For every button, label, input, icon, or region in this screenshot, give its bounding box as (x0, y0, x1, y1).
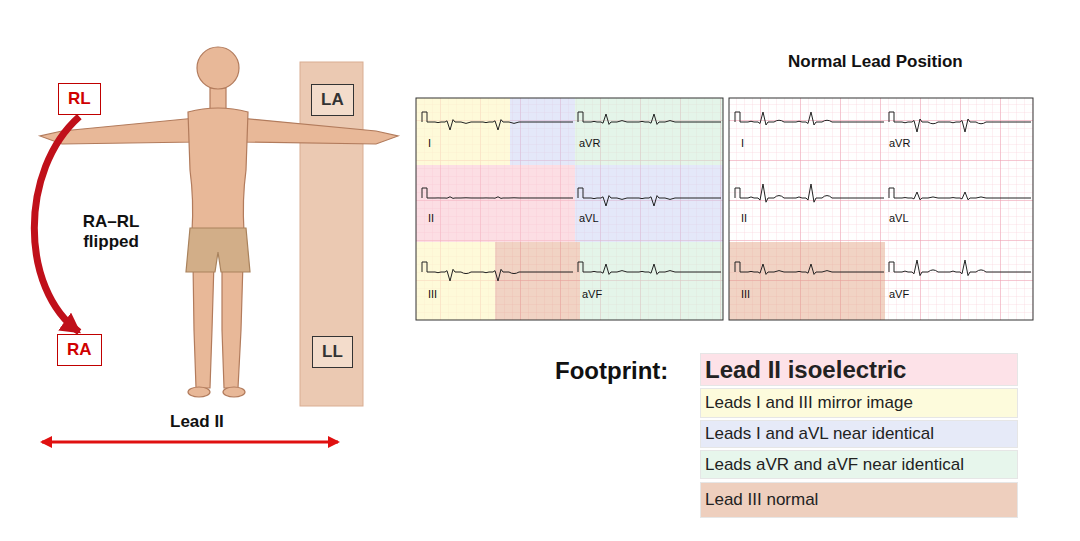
ecg-trace (422, 112, 573, 130)
lead-label: I (428, 137, 431, 150)
legend-text: Leads aVR and aVF near identical (701, 451, 1017, 475)
lead-label: aVL (889, 212, 909, 225)
electrode-label: LA (321, 90, 344, 110)
electrode-box: LL (312, 336, 353, 368)
ecg-trace (735, 184, 884, 202)
ecg-trace (422, 262, 573, 281)
ecg-trace (578, 262, 721, 274)
legend-text: Leads I and aVL near identical (701, 421, 1017, 444)
legend-swatch: Lead II isoelectric (700, 353, 1018, 386)
lead-label: aVF (889, 288, 909, 301)
human-figure (40, 47, 398, 397)
lead-label: aVL (579, 212, 599, 225)
electrode-label: LL (322, 342, 343, 362)
electrode-box: RL (58, 83, 101, 115)
legend-swatch: Leads I and III mirror image (700, 388, 1018, 418)
overlay-green (580, 242, 723, 320)
ecg-trace (422, 188, 573, 198)
ecg-trace (889, 260, 1031, 276)
legend-swatch: Leads I and aVL near identical (700, 420, 1018, 448)
right-foot (188, 387, 210, 397)
overlay-yellow (416, 242, 495, 320)
panel-border (729, 98, 1033, 320)
ecg-grid (729, 98, 1033, 320)
lead-label: aVR (579, 137, 600, 150)
ecg-trace (735, 112, 884, 125)
ecg-trace (889, 188, 1031, 200)
lead-label: II (428, 212, 434, 225)
panel-border (416, 98, 723, 320)
overlay-blue (510, 98, 575, 165)
legend-text: Leads I and III mirror image (701, 389, 1017, 413)
axis-label: Lead II (170, 412, 224, 432)
left-foot (223, 387, 245, 397)
ecg-trace (889, 112, 1031, 132)
left-leg (222, 262, 243, 388)
panel-title: Normal Lead Position (788, 52, 963, 72)
electrode-box: RA (57, 334, 102, 366)
overlay-tan (729, 242, 885, 320)
head (197, 47, 239, 89)
overlay-yellow (416, 98, 510, 165)
legend-swatch: Leads aVR and aVF near identical (700, 450, 1018, 479)
ecg-panel-flipped (416, 98, 723, 320)
legend-text: Lead II isoelectric (701, 354, 1017, 384)
ecg-trace (578, 188, 721, 206)
ecg-panel-normal (729, 98, 1033, 320)
lead-label: III (741, 288, 750, 301)
overlay-blue (575, 165, 723, 242)
lead-label: aVR (889, 137, 910, 150)
legend-swatch: Lead III normal (700, 482, 1018, 518)
lead-label: I (741, 137, 744, 150)
shorts (186, 228, 250, 272)
lead-label: II (741, 212, 747, 225)
ecg-trace (735, 262, 884, 274)
lead-label: III (428, 288, 437, 301)
electrode-label: RL (68, 89, 91, 109)
overlay-pink (416, 165, 575, 242)
lead-ii-arrow (42, 441, 338, 444)
torso (188, 108, 248, 232)
neck (210, 88, 226, 110)
electrode-box: LA (311, 84, 354, 116)
overlay-green (575, 98, 723, 165)
electrode-label: RA (67, 340, 92, 360)
overlay-tan (495, 242, 580, 320)
left-arm (240, 118, 398, 144)
edge-label: RA–RL flipped (72, 212, 150, 251)
electrode-band (300, 62, 363, 406)
ecg-grid (416, 98, 723, 320)
lead-label: aVF (582, 288, 602, 301)
ecg-traces (422, 112, 1031, 281)
right-leg (193, 262, 214, 388)
legend-text: Lead III normal (701, 483, 1017, 510)
ecg-trace (578, 112, 721, 124)
legend-heading: Footprint: (555, 357, 668, 385)
